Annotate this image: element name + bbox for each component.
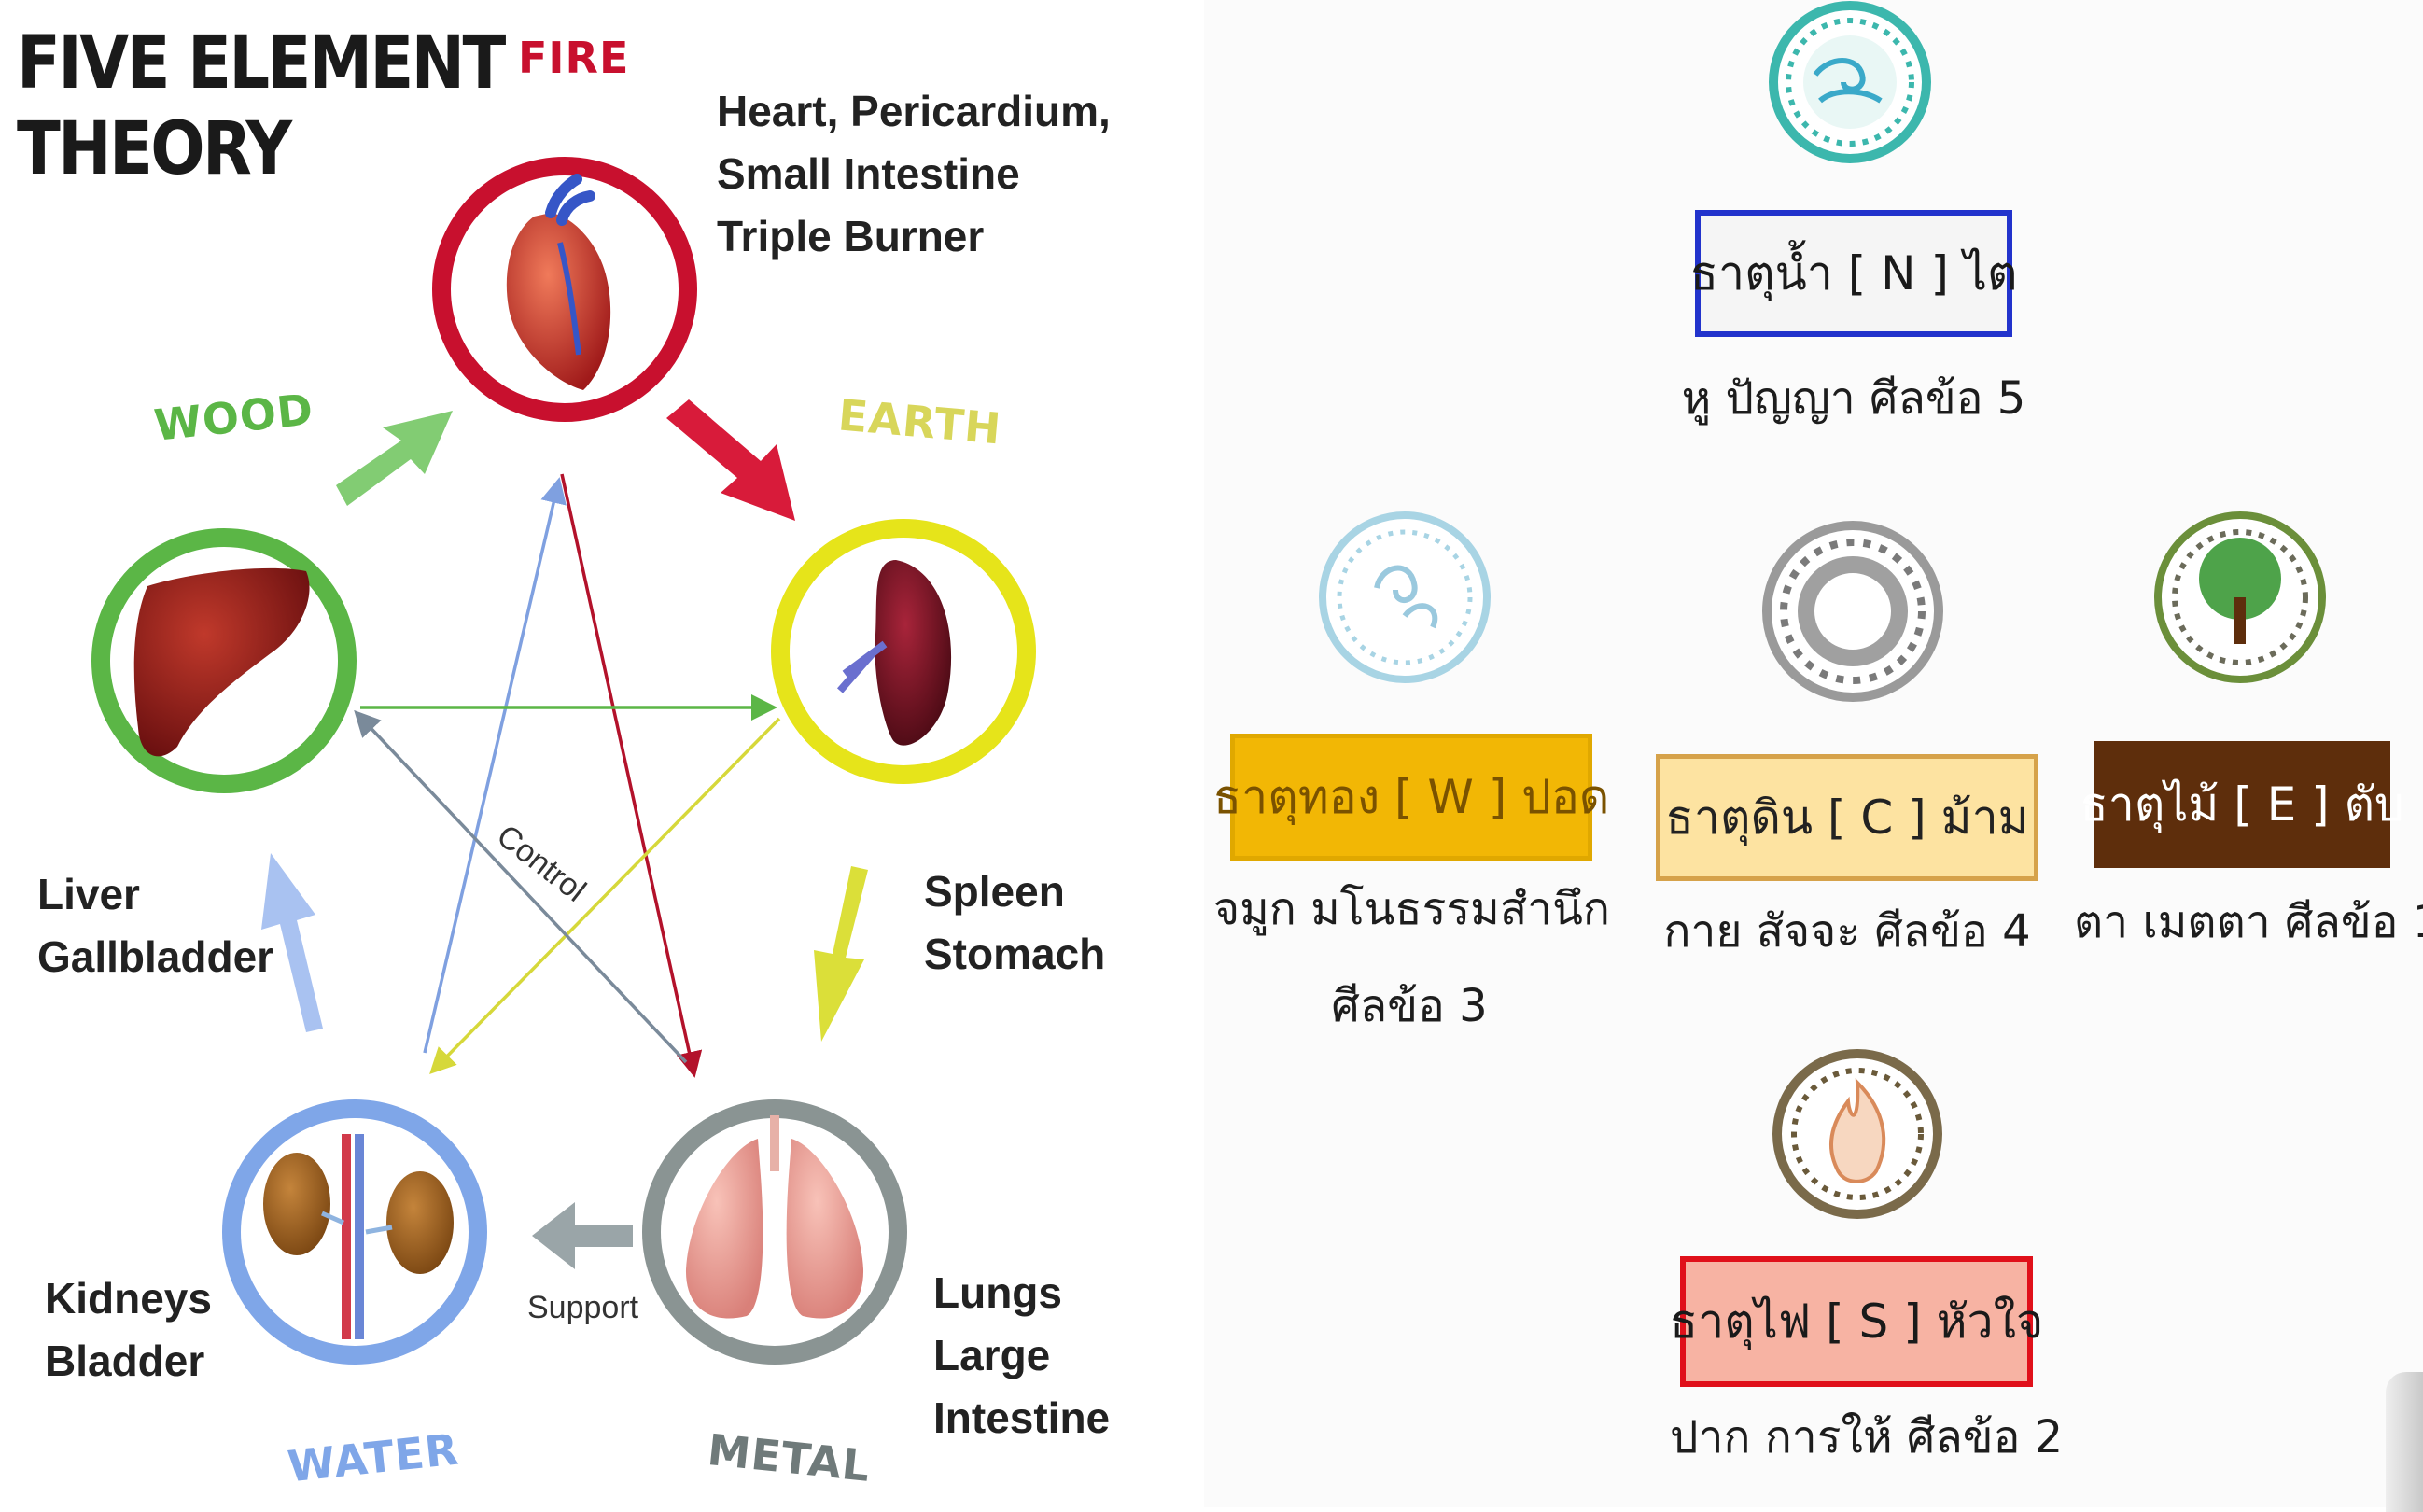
earth-ring-emblem-icon [1762,521,1943,702]
title-line-1: FIVE ELEMENT [17,21,506,105]
liver-icon [133,567,310,757]
thai-earth-box: ธาตุดิน [ C ] ม้าม [1656,754,2038,881]
thai-fire-box: ธาตุไฟ [ S ] หัวใจ [1670,1256,2043,1387]
earth-organs: Spleen Stomach [924,867,1106,978]
fire-organs: Heart, Pericardium, Small Intestine Trip… [717,87,1111,260]
support-arrows [261,399,868,1269]
earth-element [771,519,1036,784]
tree-emblem-icon [2154,511,2326,683]
thai-gold-box: ธาตุทอง [ W ] ปอด [1213,734,1609,861]
metal-element [642,1099,907,1365]
metal-to-water-arrow [532,1202,633,1269]
thai-wood-box: ธาตุไม้ [ E ] ตับ [2080,741,2404,868]
control-lines [354,473,781,1078]
fire-name: FIRE [518,33,630,83]
flame-emblem-icon [1772,1049,1942,1219]
water-to-fire-line [423,477,567,1054]
wood-organs: Liver Gallbladder [37,870,274,981]
earth-to-metal-arrow [814,866,868,1042]
metal-to-wood-line [354,709,688,1064]
lungs-icon [685,1115,864,1319]
air-swirl-emblem-icon [1319,511,1491,683]
earth-to-water-line [429,717,781,1074]
wood-to-fire-arrow [336,411,453,506]
wood-element [91,528,357,793]
diagram-title: FIVE ELEMENT THEORY [17,21,506,192]
fire-to-metal-line [560,473,703,1078]
thai-water-box: ธาตุน้ำ [ N ] ไต [1690,210,2017,337]
fire-to-earth-arrow [666,399,795,521]
support-label: Support [527,1290,639,1325]
metal-organs: Lungs Large Intestine [933,1268,1111,1442]
water-to-wood-arrow [261,853,323,1032]
thai-water-sub: หู ปัญญา ศีลข้อ 5 [1681,372,2026,425]
thai-fire-sub: ปาก การให้ ศีลข้อ 2 [1670,1411,2064,1463]
thai-wood-sub: ตา เมตตา ศีลข้อ 1 [2074,896,2423,948]
water-organs: Kidneys Bladder [45,1274,212,1385]
heart-icon [506,174,611,390]
fire-element [432,157,697,422]
kidneys-icon [263,1134,454,1339]
spleen-icon [836,560,952,746]
thai-earth-sub: กาย สัจจะ ศีลข้อ 4 [1663,905,2031,958]
thai-gold-sub: จมูก มโนธรรมสำนึก ศีลข้อ 3 [1213,883,1610,1032]
water-element [222,1099,487,1365]
water-swirl-emblem-icon [1769,1,1931,163]
title-line-2: THEORY [17,107,292,191]
edge-scroll-handle[interactable] [2386,1372,2423,1512]
